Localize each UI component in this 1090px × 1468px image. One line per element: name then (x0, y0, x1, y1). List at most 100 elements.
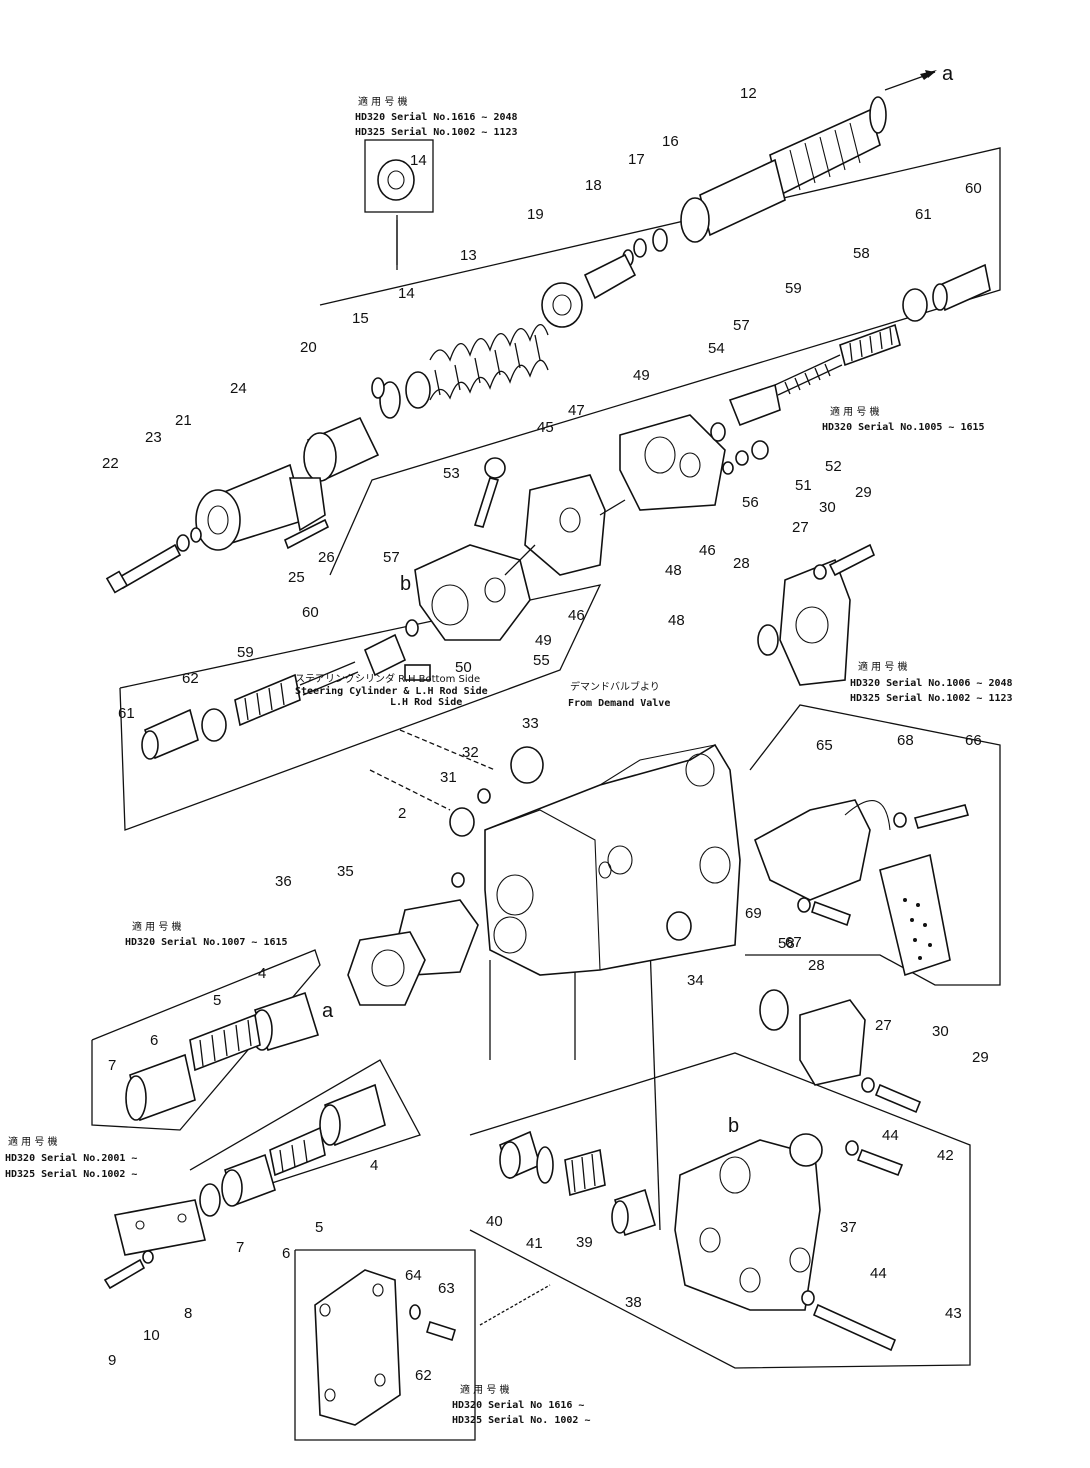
oring-28-upper (757, 624, 779, 656)
flow-label-steering: ステアリングシリンダ R.H Bottom Side Steering Cyli… (295, 672, 488, 708)
svg-text:63: 63 (438, 1280, 455, 1297)
plug-61-upper (932, 263, 991, 312)
svg-text:28: 28 (733, 555, 750, 572)
svg-text:48: 48 (665, 562, 682, 579)
oring-28-lower (759, 989, 789, 1031)
sleeve-20 (303, 416, 380, 482)
svg-text:b: b (400, 573, 411, 595)
housing-24 (195, 463, 326, 551)
inset-part-14 (364, 139, 434, 265)
svg-text:5: 5 (213, 992, 221, 1009)
orings-51-53 (722, 440, 769, 475)
svg-text:適 用 号 機: 適 用 号 機 (132, 920, 182, 933)
nut-62-lower (201, 708, 227, 742)
svg-text:適 用 号 機: 適 用 号 機 (8, 1135, 58, 1148)
svg-text:20: 20 (300, 339, 317, 356)
svg-text:HD325 Serial No.1002 ~ 1123: HD325 Serial No.1002 ~ 1123 (355, 126, 518, 138)
oring-54 (789, 1133, 823, 1167)
svg-text:44: 44 (882, 1127, 899, 1144)
plate-63 (314, 1269, 551, 1426)
svg-text:19: 19 (527, 206, 544, 223)
strainer (879, 853, 951, 977)
svg-text:b: b (728, 1115, 739, 1137)
svg-text:適 用 号 機: 適 用 号 機 (830, 405, 880, 418)
svg-text:69: 69 (745, 905, 762, 922)
svg-text:34: 34 (687, 972, 704, 989)
svg-text:64: 64 (405, 1267, 422, 1284)
svg-text:HD320 Serial No.1616 ~ 2048: HD320 Serial No.1616 ~ 2048 (355, 111, 518, 123)
svg-text:9: 9 (108, 1352, 116, 1369)
pins-46-48 (504, 499, 626, 576)
bolt-55 (473, 457, 506, 528)
svg-text:16: 16 (662, 133, 679, 150)
svg-text:14: 14 (398, 285, 415, 302)
svg-text:49: 49 (633, 367, 650, 384)
svg-text:30: 30 (819, 499, 836, 516)
elbow-66 (754, 799, 891, 901)
svg-text:17: 17 (628, 151, 645, 168)
svg-text:HD320 Serial No.1006 ~ 2048: HD320 Serial No.1006 ~ 2048 (850, 677, 1013, 689)
svg-text:62: 62 (415, 1367, 432, 1384)
svg-text:65: 65 (816, 737, 833, 754)
svg-text:21: 21 (175, 412, 192, 429)
svg-text:18: 18 (585, 177, 602, 194)
svg-text:HD320 Serial No.1005 ~ 1615: HD320 Serial No.1005 ~ 1615 (822, 421, 985, 433)
cover-49-lower (414, 544, 531, 641)
svg-text:50: 50 (455, 659, 472, 676)
valve-set-4-7-upper (125, 991, 320, 1122)
serial-note-left: 適 用 号 機 HD320 Serial No.1007 ~ 1615 (125, 920, 288, 948)
reference-letters: a a b b (322, 63, 954, 1137)
svg-text:44: 44 (870, 1265, 887, 1282)
bolts-42-43 (801, 1140, 904, 1352)
svg-text:37: 37 (840, 1219, 857, 1236)
svg-text:27: 27 (875, 1017, 892, 1034)
svg-text:52: 52 (825, 458, 842, 475)
svg-text:31: 31 (440, 769, 457, 786)
svg-text:2: 2 (398, 805, 406, 822)
svg-text:58: 58 (778, 935, 795, 952)
svg-text:67: 67 (785, 934, 802, 951)
pin-18 (583, 253, 637, 300)
plug-61-lower (141, 708, 199, 760)
serial-note-lower-left: 適 用 号 機 HD320 Serial No.2001 ~ HD325 Ser… (5, 1135, 137, 1180)
flange-27-upper (779, 558, 851, 686)
svg-text:24: 24 (230, 380, 247, 397)
svg-text:42: 42 (937, 1147, 954, 1164)
spring-60-lower (299, 661, 359, 696)
svg-text:HD320 Serial No.2001 ~: HD320 Serial No.2001 ~ (5, 1152, 137, 1164)
serial-note-upper-right: 適 用 号 機 HD320 Serial No.1005 ~ 1615 (822, 405, 985, 433)
svg-text:HD320 Serial No.1007 ~ 1615: HD320 Serial No.1007 ~ 1615 (125, 936, 288, 948)
bolts-67-68 (797, 804, 970, 927)
svg-text:57: 57 (383, 549, 400, 566)
svg-text:29: 29 (855, 484, 872, 501)
spring-59-lower (234, 673, 301, 727)
svg-text:ステアリングシリンダ R.H Bottom Side: ステアリングシリンダ R.H Bottom Side (295, 672, 480, 685)
washers-14-15 (371, 371, 431, 419)
svg-text:10: 10 (143, 1327, 160, 1344)
spring-59-upper (839, 323, 901, 367)
svg-text:4: 4 (370, 1157, 378, 1174)
svg-text:26: 26 (318, 549, 335, 566)
svg-text:5: 5 (315, 1219, 323, 1236)
svg-text:45: 45 (537, 419, 554, 436)
svg-text:29: 29 (972, 1049, 989, 1066)
svg-text:6: 6 (282, 1245, 290, 1262)
svg-text:54: 54 (708, 340, 725, 357)
svg-text:Steering Cylinder & L.H Rod S: Steering Cylinder & L.H Rod Side (295, 685, 488, 697)
svg-text:55: 55 (533, 652, 550, 669)
arrow-icon (920, 70, 937, 80)
svg-text:HD325 Serial No.1002 ~: HD325 Serial No.1002 ~ (5, 1168, 137, 1180)
svg-text:41: 41 (526, 1235, 543, 1252)
svg-text:25: 25 (288, 569, 305, 586)
svg-text:7: 7 (236, 1239, 244, 1256)
svg-text:適 用 号 機: 適 用 号 機 (858, 660, 908, 673)
svg-text:12: 12 (740, 85, 757, 102)
bolt-22 (105, 527, 202, 594)
serial-note-top: 適 用 号 機 HD320 Serial No.1616 ~ 2048 HD32… (355, 95, 518, 138)
spool-assembly-12 (680, 70, 936, 243)
oring-34 (666, 911, 692, 941)
plug-40-spring-39 (499, 1130, 656, 1237)
svg-text:46: 46 (568, 607, 585, 624)
svg-text:56: 56 (742, 494, 759, 511)
svg-text:23: 23 (145, 429, 162, 446)
